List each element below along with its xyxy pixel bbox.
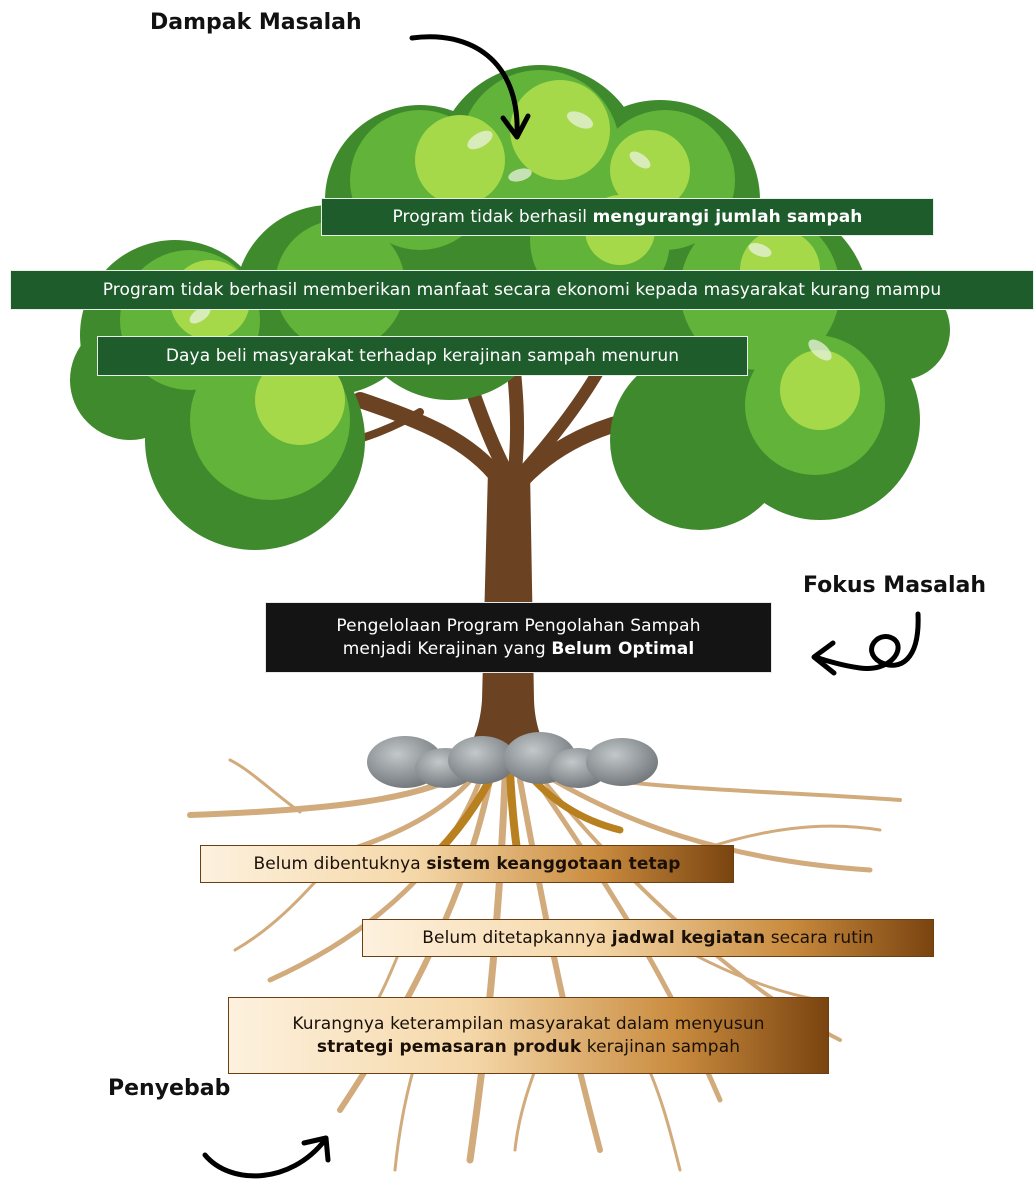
impact-box-3-text: Daya beli masyarakat terhadap kerajinan …	[165, 346, 680, 366]
cause-box-3-line-2: strategi pemasaran produk kerajinan samp…	[316, 1036, 741, 1057]
impact-box-1: Program tidak berhasil mengurangi jumlah…	[321, 198, 934, 236]
label-impact: Dampak Masalah	[150, 10, 362, 35]
cause-box-3: Kurangnya keterampilan masyarakat dalam …	[228, 997, 829, 1074]
impact-box-2-text: Program tidak berhasil memberikan manfaa…	[102, 280, 942, 300]
label-cause: Penyebab	[108, 1076, 231, 1101]
arrow-cause-icon	[202, 1135, 331, 1179]
cause-box-3-line-1: Kurangnya keterampilan masyarakat dalam …	[292, 1013, 765, 1034]
rocks	[367, 732, 658, 788]
cause-box-2-text: Belum ditetapkannya jadwal kegiatan seca…	[422, 928, 874, 948]
impact-box-3: Daya beli masyarakat terhadap kerajinan …	[97, 336, 748, 376]
tree-roots	[187, 758, 902, 1172]
cause-box-2: Belum ditetapkannya jadwal kegiatan seca…	[362, 919, 934, 957]
label-focus: Fokus Masalah	[803, 573, 987, 598]
impact-box-2: Program tidak berhasil memberikan manfaa…	[10, 270, 1034, 310]
impact-box-1-text: Program tidak berhasil mengurangi jumlah…	[392, 207, 863, 227]
focus-box-line-1: Pengelolaan Program Pengolahan Sampah	[336, 615, 701, 636]
cause-box-1: Belum dibentuknya sistem keanggotaan tet…	[200, 845, 734, 883]
arrow-focus-icon	[811, 611, 921, 676]
arrow-impact-icon	[409, 34, 531, 140]
cause-box-1-text: Belum dibentuknya sistem keanggotaan tet…	[253, 854, 681, 874]
focus-box-line-2: menjadi Kerajinan yang Belum Optimal	[342, 638, 695, 659]
focus-box: Pengelolaan Program Pengolahan Sampah me…	[265, 602, 772, 673]
